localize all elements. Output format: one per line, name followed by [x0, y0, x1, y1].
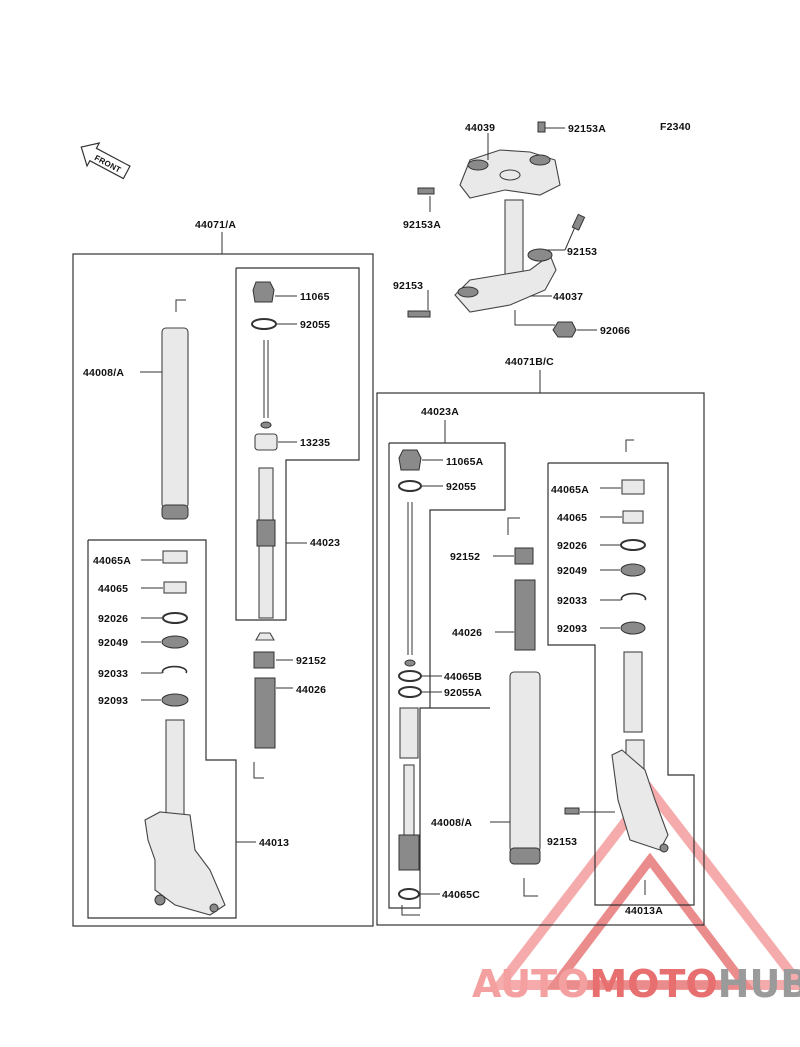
right-spring-44026	[514, 579, 536, 651]
label-L-44026: 44026	[296, 684, 326, 696]
right-inner-tube-44013A	[611, 651, 669, 853]
right-oring-92055A	[398, 686, 422, 698]
right-oring-92055	[398, 480, 422, 492]
label-R-44013A: 44013A	[625, 905, 663, 917]
bolt-92153A-left	[417, 187, 435, 195]
label-L-13235: 13235	[300, 437, 330, 449]
left-assembly-box	[72, 253, 374, 927]
right-bush-44065A	[621, 479, 645, 495]
lower-bracket	[454, 248, 557, 313]
left-cap-11065	[252, 281, 275, 303]
label-R-44065: 44065	[557, 512, 587, 524]
right-ring-44065C	[398, 888, 420, 900]
brand-part-c: HUB	[717, 962, 800, 1006]
label-92153A-left: 92153A	[403, 219, 441, 231]
label-L-92093: 92093	[98, 695, 128, 707]
brand-part-a: AUTO	[472, 962, 590, 1006]
right-clip-92033	[620, 592, 647, 601]
right-nut-92152	[514, 547, 534, 565]
label-L-11065: 11065	[300, 291, 330, 303]
label-L-44013: 44013	[259, 837, 289, 849]
left-bush-44065	[163, 581, 187, 594]
label-R-44065B: 44065B	[444, 671, 482, 683]
left-washer-92026	[162, 612, 188, 624]
left-lower-box	[87, 539, 237, 919]
label-44039: 44039	[465, 122, 495, 134]
label-92153A-top: 92153A	[568, 123, 606, 135]
label-44037: 44037	[553, 291, 583, 303]
label-92153-right: 92153	[567, 246, 597, 258]
right-assembly-box	[376, 392, 705, 926]
label-R-92093: 92093	[557, 623, 587, 635]
label-R-92152: 92152	[450, 551, 480, 563]
left-oring-92055	[251, 318, 277, 330]
label-92066: 92066	[600, 325, 630, 337]
label-L-44023: 44023	[310, 537, 340, 549]
label-92153-left: 92153	[393, 280, 423, 292]
left-collar-13235	[254, 433, 278, 451]
left-outer-tube	[161, 327, 189, 509]
right-cap-11065A	[398, 449, 422, 471]
label-L-44065: 44065	[98, 583, 128, 595]
left-bush-44065A	[162, 550, 188, 564]
label-R-92033: 92033	[557, 595, 587, 607]
label-L-92049: 92049	[98, 637, 128, 649]
watermark-brand: AUTOMOTOHUB	[472, 962, 800, 1006]
label-R-92026: 92026	[557, 540, 587, 552]
right-outer-tube	[509, 671, 541, 853]
label-R-92055A: 92055A	[444, 687, 482, 699]
left-nut-92152	[253, 651, 275, 669]
label-R-92153: 92153	[547, 836, 577, 848]
right-ring-44065B	[398, 670, 422, 682]
right-cartridge-box	[388, 442, 506, 909]
right-washer-92026	[620, 539, 646, 551]
label-R-44065C: 44065C	[442, 889, 480, 901]
brand-part-b: MOTO	[589, 962, 718, 1006]
right-dustseal-92093	[620, 621, 646, 635]
left-assembly-label: 44071/A	[195, 219, 236, 231]
label-L-92152: 92152	[296, 655, 326, 667]
left-inner-tube-44013	[144, 719, 226, 916]
label-L-44008A: 44008/A	[83, 367, 124, 379]
right-assembly-label: 44071B/C	[505, 356, 554, 368]
label-L-92033: 92033	[98, 668, 128, 680]
label-L-44065A: 44065A	[93, 555, 131, 567]
right-seal-92049	[620, 563, 646, 577]
right-lower-box	[547, 462, 695, 906]
right-piston	[399, 707, 419, 759]
left-cartridge-box	[235, 267, 360, 621]
label-R-44008A: 44008/A	[431, 817, 472, 829]
label-R-44065A: 44065A	[551, 484, 589, 496]
front-arrow-icon: FRONT	[80, 142, 131, 180]
watermark-triangle	[489, 781, 800, 990]
label-L-92055: 92055	[300, 319, 330, 331]
upper-bracket	[459, 149, 561, 199]
label-L-92026: 92026	[98, 613, 128, 625]
label-R-92049: 92049	[557, 565, 587, 577]
nut-92066	[552, 321, 577, 338]
label-R-11065A: 11065A	[446, 456, 484, 468]
figure-code: F2340	[660, 121, 691, 133]
label-R-44026: 44026	[452, 627, 482, 639]
left-dustseal-92093	[161, 693, 189, 707]
left-spring-44026	[254, 677, 276, 749]
left-clip-92033	[161, 665, 188, 674]
bolt-92153A-top	[537, 121, 546, 133]
cartridge-44023A-label: 44023A	[421, 406, 459, 418]
right-bush-44065	[622, 510, 644, 524]
label-R-92055: 92055	[446, 481, 476, 493]
left-seal-92049	[161, 635, 189, 649]
bolt-92153-left	[407, 310, 431, 318]
